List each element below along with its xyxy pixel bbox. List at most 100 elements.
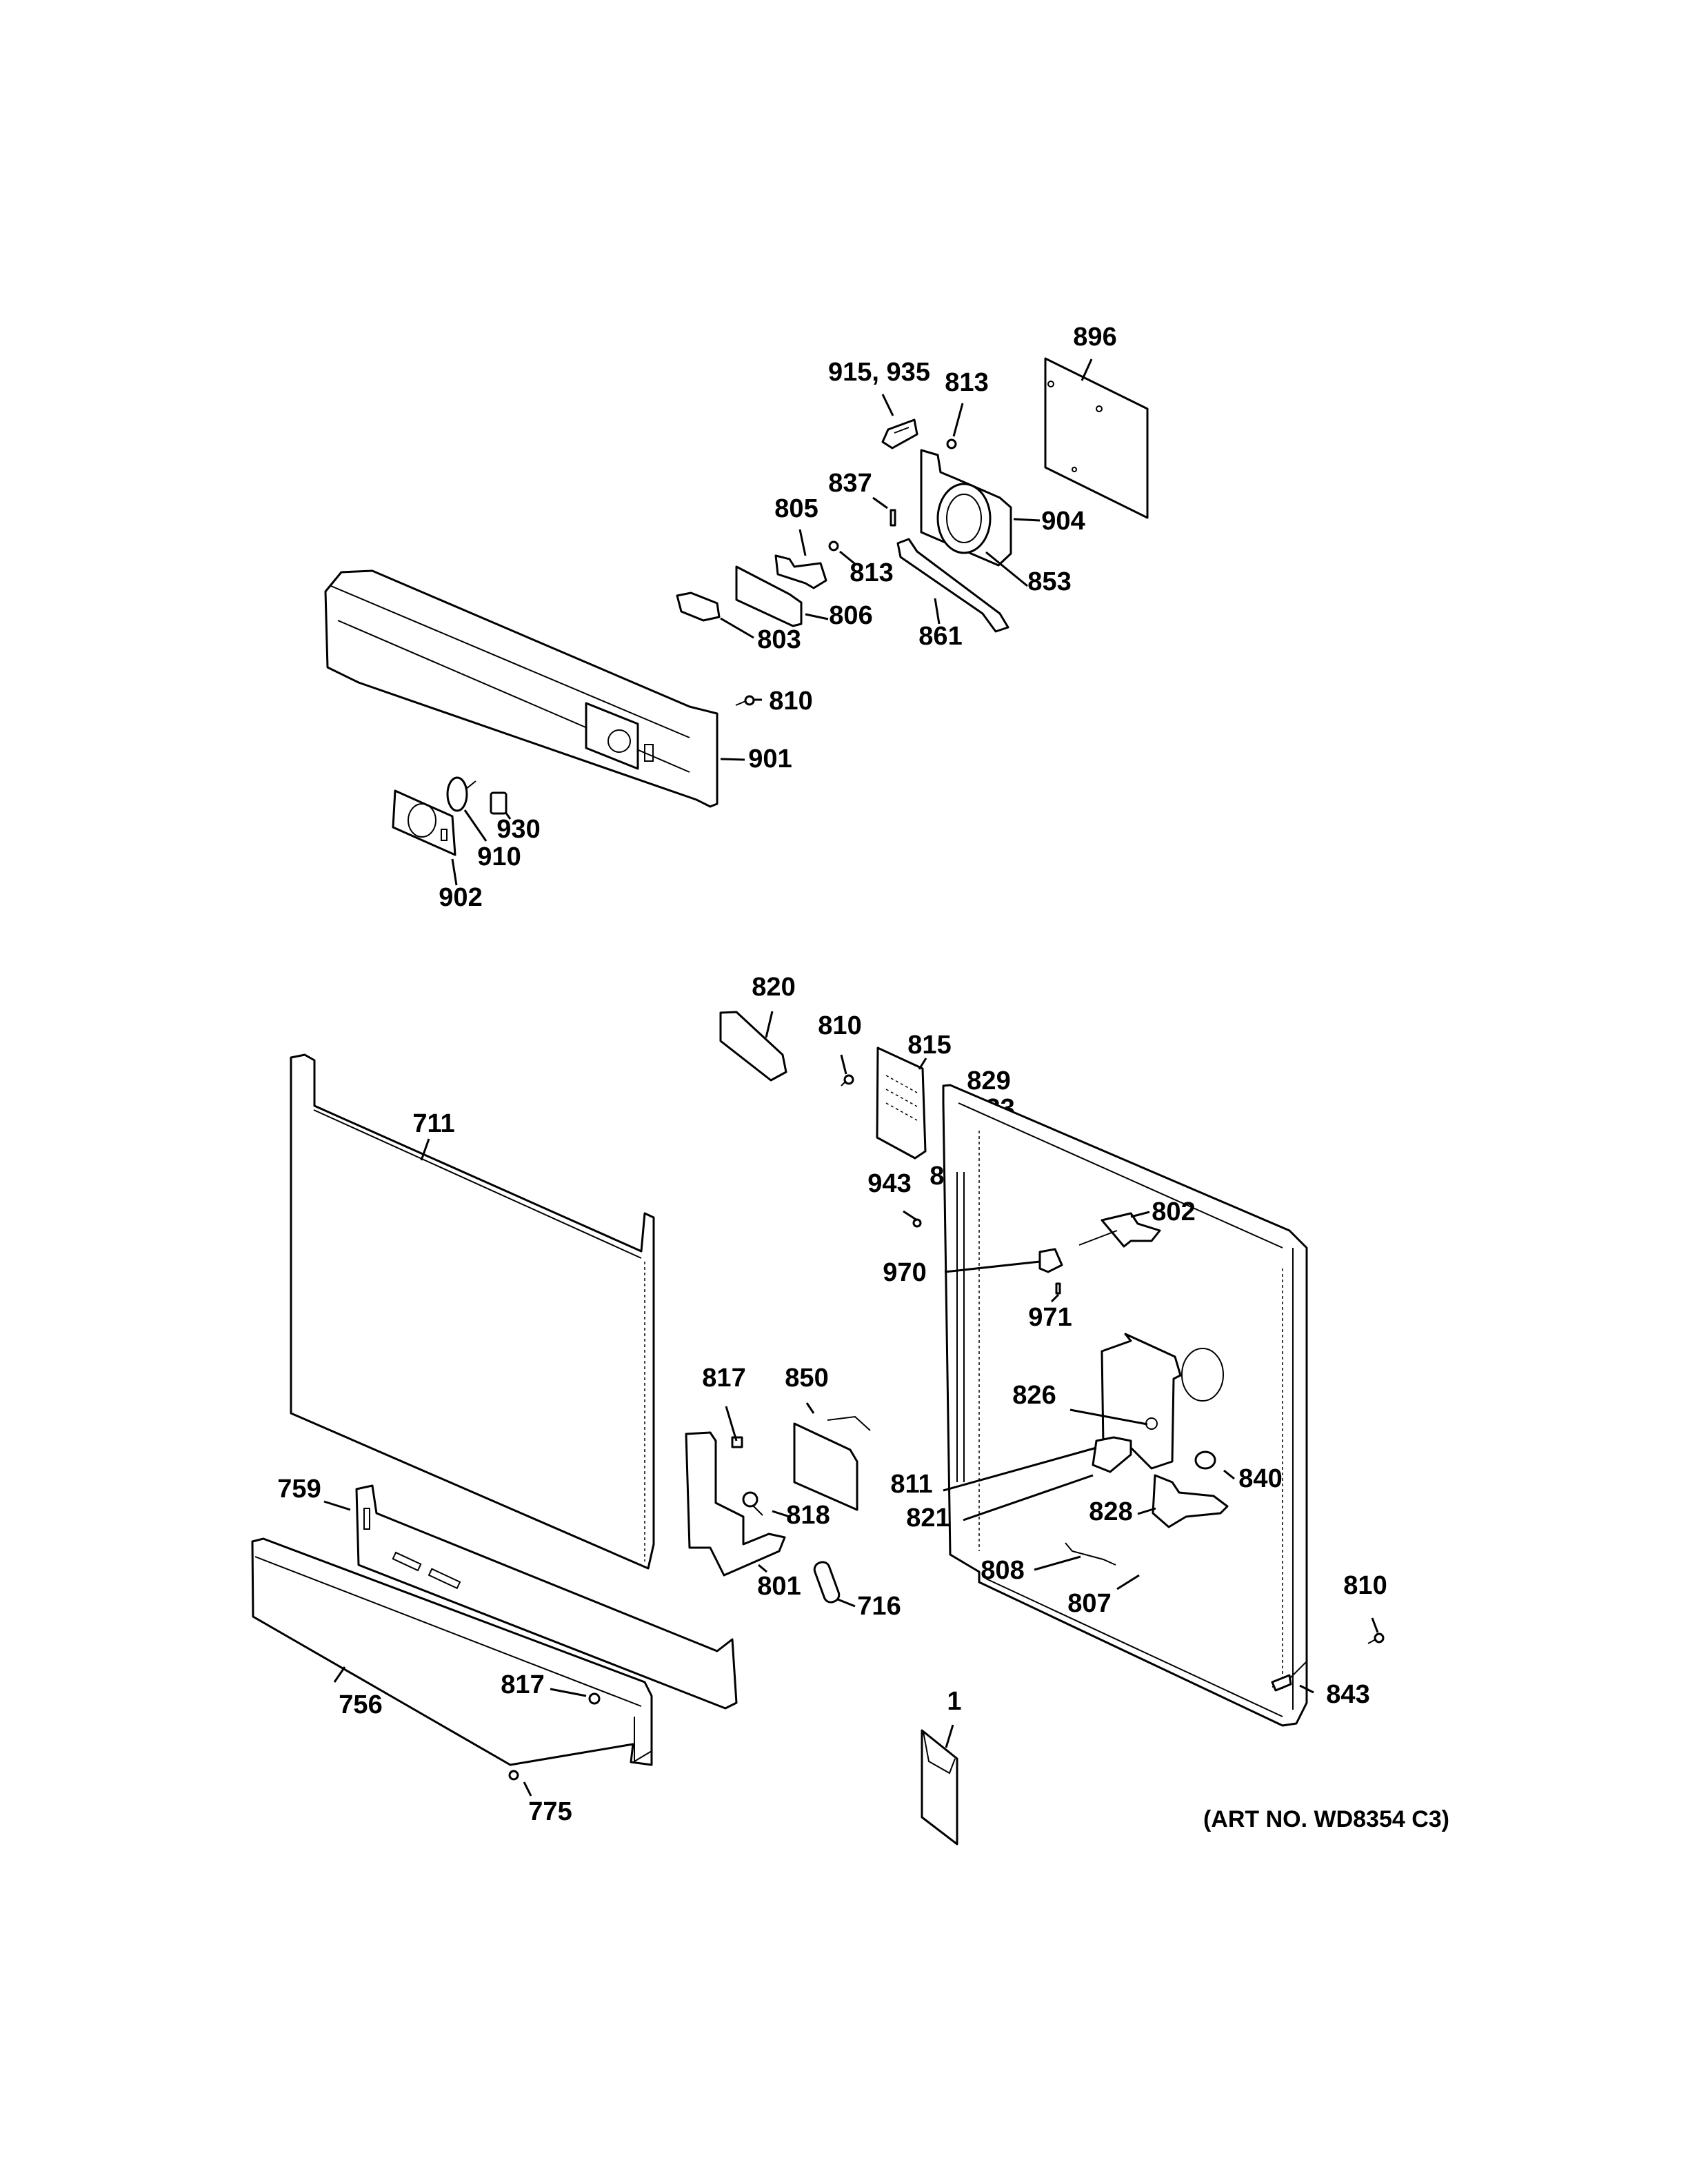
label-970: 970 <box>883 1258 926 1287</box>
leader-802 <box>1130 1211 1150 1218</box>
label-810-console: 810 <box>769 687 812 716</box>
label-828: 828 <box>1089 1497 1132 1526</box>
leader-861 <box>934 598 941 625</box>
leader-808 <box>1034 1555 1081 1571</box>
label-901: 901 <box>748 745 792 774</box>
label-801: 801 <box>757 1572 801 1601</box>
leader-850 <box>805 1402 815 1414</box>
leader-971 <box>1050 1293 1060 1303</box>
part-902-control-panel-nameplate[interactable] <box>392 789 456 856</box>
part-801-door-hinge[interactable] <box>685 1431 786 1577</box>
art-number: (ART NO. WD8354 C3) <box>1203 1806 1449 1832</box>
leader-943 <box>903 1210 918 1222</box>
part-970-bumper[interactable] <box>1038 1248 1063 1273</box>
part-1-literature-envelope[interactable] <box>921 1729 958 1846</box>
part-828-dispenser-lever-arm[interactable] <box>1152 1474 1229 1528</box>
leader-801 <box>758 1564 767 1573</box>
part-716-hinge-link[interactable] <box>812 1560 841 1604</box>
label-817-hinge: 817 <box>702 1364 745 1393</box>
leader-915 <box>881 394 894 416</box>
label-808: 808 <box>981 1556 1024 1585</box>
leader-902 <box>451 858 458 886</box>
leader-821 <box>963 1474 1094 1521</box>
part-817-screw-kick[interactable] <box>588 1692 601 1705</box>
part-843-door-gasket-end[interactable] <box>1271 1655 1307 1692</box>
label-820: 820 <box>752 973 795 1002</box>
part-805-switch-bracket[interactable] <box>774 554 827 589</box>
label-850: 850 <box>785 1364 828 1393</box>
label-1: 1 <box>947 1687 961 1716</box>
part-904-timer-motor-housing[interactable] <box>920 449 1012 567</box>
part-813-screw-top[interactable] <box>946 438 957 449</box>
part-711-outer-door-panel[interactable] <box>290 1053 655 1570</box>
leader-970 <box>944 1260 1041 1273</box>
leader-1 <box>945 1724 954 1748</box>
leader-896 <box>1081 358 1093 381</box>
part-810-screw-lower[interactable] <box>1367 1632 1385 1644</box>
part-915-relay-module[interactable] <box>881 418 918 449</box>
label-807: 807 <box>1067 1589 1111 1618</box>
label-853: 853 <box>1027 567 1071 596</box>
leader-813-top <box>952 403 964 437</box>
leader-806 <box>805 613 829 620</box>
label-817-kick: 817 <box>501 1670 544 1699</box>
part-826-detergent-dispenser[interactable] <box>1101 1333 1182 1470</box>
part-837-spring[interactable] <box>890 509 896 527</box>
label-756: 756 <box>339 1690 382 1719</box>
part-910-timer-knob[interactable] <box>446 776 476 812</box>
leader-826 <box>1069 1408 1148 1426</box>
leader-901 <box>720 758 745 761</box>
leader-840 <box>1223 1469 1235 1480</box>
part-817-screw-hinge[interactable] <box>731 1436 743 1448</box>
leader-820 <box>765 1011 774 1038</box>
label-711: 711 <box>412 1109 454 1138</box>
rinse-aid-opening <box>1181 1348 1224 1402</box>
part-820-door-handle[interactable] <box>719 1011 787 1082</box>
part-943-screw[interactable] <box>912 1218 922 1228</box>
leader-756 <box>333 1666 346 1683</box>
part-756-toe-kick-panel[interactable] <box>251 1537 653 1766</box>
label-930: 930 <box>496 815 540 844</box>
part-810-screw-door[interactable] <box>841 1074 854 1086</box>
leader-843 <box>1299 1684 1314 1694</box>
leader-810-lower <box>1371 1617 1379 1633</box>
leader-711 <box>420 1138 430 1161</box>
label-826: 826 <box>1012 1381 1056 1410</box>
leader-716 <box>837 1598 856 1608</box>
part-971-screw[interactable] <box>1055 1282 1061 1295</box>
leader-817-kick <box>550 1688 587 1697</box>
part-850-hinge-cover[interactable] <box>793 1415 871 1511</box>
leader-817-hinge <box>725 1406 738 1442</box>
part-815-vent-grille[interactable] <box>876 1046 927 1160</box>
part-821-latch-bracket[interactable] <box>1092 1436 1132 1473</box>
leader-811 <box>943 1446 1097 1492</box>
leader-828 <box>1137 1507 1156 1515</box>
label-837: 837 <box>828 469 872 498</box>
label-829: 829 <box>967 1066 1010 1095</box>
leader-775 <box>523 1781 532 1797</box>
part-818-hinge-pin[interactable] <box>742 1491 763 1516</box>
part-775-screw[interactable] <box>508 1770 519 1781</box>
part-901-control-panel-console[interactable] <box>324 569 719 808</box>
part-840-wax-motor[interactable] <box>1194 1450 1216 1470</box>
part-806-insulator-plate[interactable] <box>735 565 803 627</box>
label-811: 811 <box>890 1470 932 1499</box>
leader-910 <box>463 809 488 842</box>
part-813-screw-mid[interactable] <box>828 540 839 552</box>
part-759-kickplate-bracket[interactable] <box>355 1484 738 1710</box>
part-810-screw-console[interactable] <box>735 695 755 706</box>
leader-818 <box>772 1510 790 1518</box>
label-904: 904 <box>1041 507 1085 536</box>
part-896-control-board-cover[interactable] <box>1044 357 1149 519</box>
part-861-actuator-arm[interactable] <box>896 538 1009 633</box>
leader-807 <box>1116 1574 1140 1590</box>
label-902: 902 <box>439 883 482 912</box>
label-971: 971 <box>1028 1303 1072 1332</box>
part-802-detergent-cup-latch[interactable] <box>1078 1212 1161 1248</box>
label-806: 806 <box>829 601 872 630</box>
part-808-wire-clip[interactable] <box>1065 1542 1116 1566</box>
label-815: 815 <box>907 1031 951 1060</box>
part-803-door-switch[interactable] <box>676 592 721 622</box>
part-930-rocker-switch[interactable] <box>490 791 508 815</box>
